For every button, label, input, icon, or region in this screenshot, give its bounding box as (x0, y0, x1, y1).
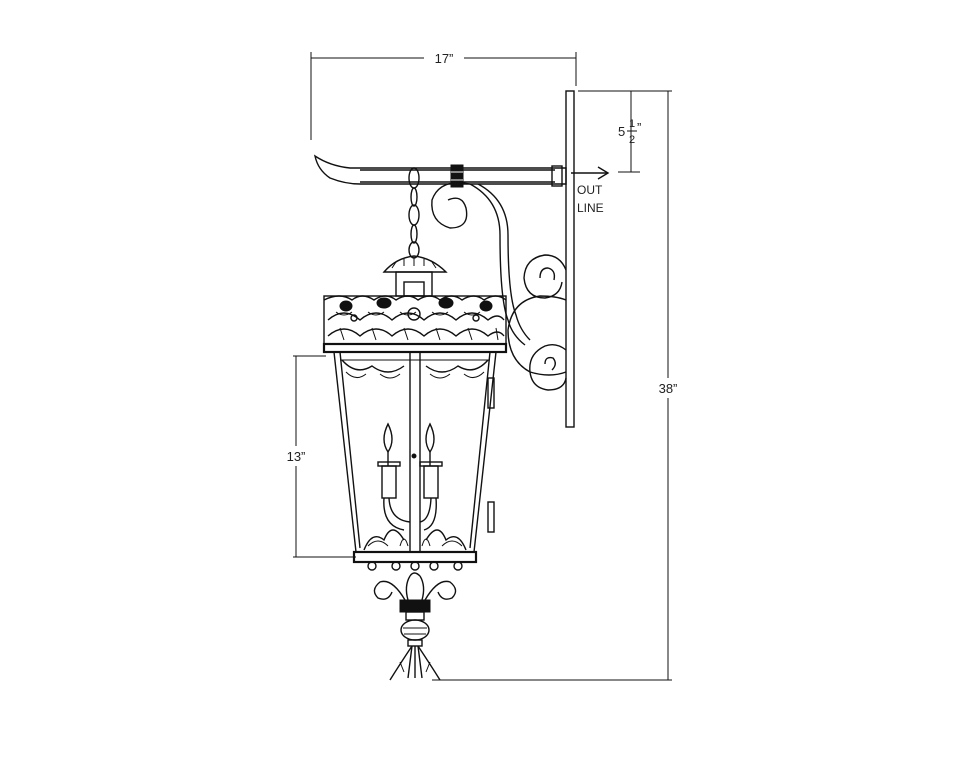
candle-cluster (377, 422, 443, 531)
lantern-height-dimension: 13” (280, 355, 356, 558)
lantern-bottom-band (352, 529, 478, 571)
outline-offset-numerator: 1 (629, 118, 635, 130)
outline-offset-dimension: 5 1 2 ” (618, 91, 641, 173)
width-label: 17” (435, 51, 454, 66)
bracket-arm (313, 154, 567, 188)
bottom-scrolls (373, 572, 457, 601)
lantern-cap (382, 255, 448, 297)
scroll-bracket (431, 182, 567, 391)
lantern-height-label: 13” (287, 449, 306, 464)
outline-offset-denominator: 2 (629, 134, 635, 146)
width-dimension: 17” (310, 50, 577, 140)
total-height-dimension: 38” (432, 90, 686, 681)
outline-arrow: OUT LINE (571, 166, 610, 215)
outline-offset-inch: ” (637, 120, 641, 135)
outline-label-out: OUT (577, 183, 603, 197)
lantern-body (333, 351, 497, 553)
outline-label-line: LINE (577, 201, 604, 215)
wall-plate (565, 90, 575, 428)
total-height-label: 38” (659, 381, 678, 396)
lantern-crown (322, 295, 508, 354)
outline-offset-whole: 5 (618, 124, 625, 139)
finial (389, 599, 441, 681)
